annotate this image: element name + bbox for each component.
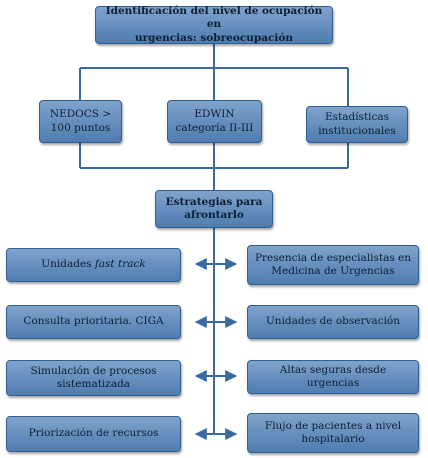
flujo-line2: hospitalario bbox=[301, 433, 365, 445]
top-line2: urgencias: sobreocupación bbox=[134, 31, 294, 44]
strategies-line1: Estrategias para bbox=[165, 195, 263, 208]
top-line1: Identificación del nivel de ocupación en bbox=[105, 5, 323, 31]
nedocs-line2: 100 puntos bbox=[50, 121, 111, 134]
strategies-box: Estrategias para afrontarlo bbox=[155, 190, 273, 228]
strategies-line2: afrontarlo bbox=[184, 209, 244, 221]
especialistas-line1: Presencia de especialistas en bbox=[254, 251, 412, 264]
simulacion-line2: sistematizada bbox=[56, 378, 131, 390]
priorizacion-text: Priorización de recursos bbox=[28, 427, 159, 440]
top-identification-box: Identificación del nivel de ocupación en… bbox=[95, 5, 333, 44]
simulacion-line1: Simulación de procesos bbox=[30, 364, 157, 377]
observacion-text: Unidades de observación bbox=[265, 315, 401, 328]
right-altas-box: Altas seguras desde urgencias bbox=[247, 360, 419, 394]
fast-track-italic: fast track bbox=[94, 258, 146, 271]
nedocs-line1: NEDOCS > bbox=[49, 108, 112, 121]
estadisticas-line1: Estadísticas bbox=[324, 111, 390, 124]
criterion-nedocs-box: NEDOCS > 100 puntos bbox=[39, 100, 122, 143]
right-flujo-box: Flujo de pacientes a nivel hospitalario bbox=[247, 413, 419, 453]
consulta-text: Consulta prioritaria. CIGA bbox=[23, 315, 164, 328]
left-fast-track-box: Unidades fast track bbox=[6, 248, 181, 282]
especialistas-line2: Medicina de Urgencias bbox=[271, 265, 395, 277]
estadisticas-line2: institucionales bbox=[318, 124, 396, 137]
edwin-line1: EDWIN bbox=[194, 108, 235, 121]
edwin-line2: categoría II-III bbox=[175, 121, 254, 134]
flujo-line1: Flujo de pacientes a nivel bbox=[264, 419, 402, 432]
altas-text: Altas seguras desde urgencias bbox=[279, 363, 387, 389]
right-especialistas-box: Presencia de especialistas en Medicina d… bbox=[247, 245, 419, 285]
left-consulta-box: Consulta prioritaria. CIGA bbox=[6, 305, 181, 339]
left-simulacion-box: Simulación de procesos sistematizada bbox=[6, 360, 181, 396]
criterion-estadisticas-box: Estadísticas institucionales bbox=[306, 106, 408, 143]
right-observacion-box: Unidades de observación bbox=[247, 305, 419, 339]
fast-track-text: Unidades bbox=[41, 258, 95, 271]
criterion-edwin-box: EDWIN categoría II-III bbox=[167, 100, 262, 143]
left-priorizacion-box: Priorización de recursos bbox=[6, 416, 181, 452]
